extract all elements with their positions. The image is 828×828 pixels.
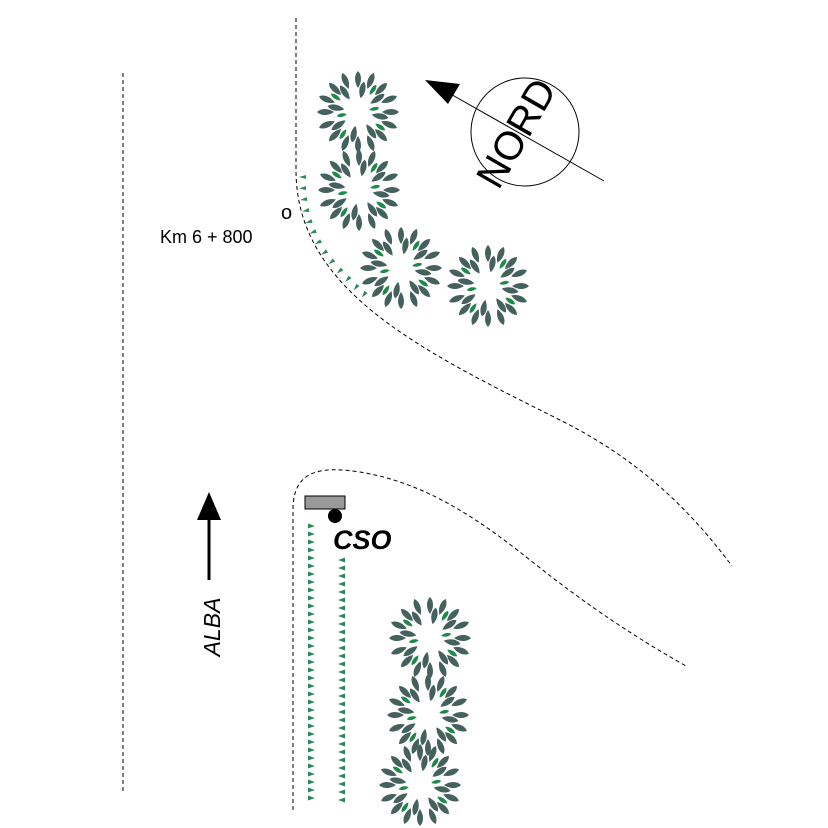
road-edge-south-curve [292, 469, 687, 810]
hedge-mark [308, 523, 315, 529]
hedge-mark [338, 789, 345, 795]
station-label: CSO [333, 525, 392, 555]
hedge-mark [338, 693, 345, 699]
hedge-mark [338, 637, 345, 643]
hedge-mark [308, 739, 315, 745]
direction-label: ALBA [199, 598, 225, 659]
hedge-mark [308, 707, 315, 713]
hedge-mark [338, 749, 345, 755]
hedge-mark [308, 555, 315, 561]
hedge-mark [308, 723, 315, 729]
hedge-mark [338, 797, 345, 803]
hedge-mark [338, 781, 345, 787]
hedge-mark [338, 685, 345, 691]
hedge-mark [308, 659, 315, 665]
arrow-up-left-icon [425, 80, 460, 104]
tree-icon [360, 227, 442, 309]
north-indicator: NORD [425, 71, 605, 196]
hedge-mark [338, 589, 345, 595]
hedge-mark [308, 715, 315, 721]
hedge-mark [308, 747, 315, 753]
hedge-mark [308, 795, 315, 801]
hedge-mark [308, 699, 315, 705]
station: CSO [304, 495, 392, 555]
hedge-mark [338, 677, 345, 683]
hedge-mark [308, 611, 315, 617]
hedge-mark [308, 771, 315, 777]
trees-south [379, 597, 471, 826]
hedge-mark [308, 643, 315, 649]
tree-icon [318, 149, 400, 231]
hedge-mark [338, 645, 345, 651]
hedge-mark [338, 605, 345, 611]
hedge-mark [308, 779, 315, 785]
hedge-mark [338, 765, 345, 771]
tree-icon [379, 744, 461, 826]
compass-needle [439, 87, 605, 182]
hedge-mark [308, 539, 315, 545]
hedge-mark [308, 683, 315, 689]
hedge-mark [338, 709, 345, 715]
hedge-mark [308, 635, 315, 641]
hedge-mark [308, 763, 315, 769]
km-marker-label: Km 6 + 800 [160, 227, 253, 247]
hedge-mark [308, 691, 315, 697]
hedge-mark [338, 757, 345, 763]
filled-circle-icon [328, 509, 342, 523]
km-marker: Km 6 + 800 o [160, 202, 292, 247]
hedge-mark [338, 717, 345, 723]
hedge-mark [338, 669, 345, 675]
hedge-mark [308, 595, 315, 601]
hedge-mark [308, 579, 315, 585]
direction-indicator: ALBA [197, 492, 225, 658]
hedge-mark [308, 731, 315, 737]
hedge-mark [308, 667, 315, 673]
hedge-mark [308, 651, 315, 657]
hedge-mark [338, 661, 345, 667]
hedge-mark [338, 725, 345, 731]
road-edges [122, 18, 733, 810]
hedge-mark [338, 613, 345, 619]
hedge-mark [308, 547, 315, 553]
hedge-mark [308, 619, 315, 625]
tree-icon [387, 674, 469, 756]
hedge-mark [338, 597, 345, 603]
tree-icon [317, 71, 399, 153]
hedge-mark [338, 653, 345, 659]
hedge-mark [338, 565, 345, 571]
hedge-mark [308, 587, 315, 593]
hedge-mark [308, 563, 315, 569]
trees-north [317, 71, 529, 327]
hedge-mark [308, 603, 315, 609]
compass-circle [470, 77, 580, 187]
hedge-mark [338, 621, 345, 627]
road-edge-north-curve [295, 18, 733, 567]
hedge-mark [338, 557, 345, 563]
hedge-mark [338, 573, 345, 579]
tree-icon [447, 245, 529, 327]
hedge-mark [338, 741, 345, 747]
km-marker-symbol: o [281, 202, 292, 224]
hedge-mark [338, 629, 345, 635]
hedge-mark [338, 701, 345, 707]
hedge-mark [308, 571, 315, 577]
hedge-mark [338, 773, 345, 779]
arrow-up-icon [197, 492, 221, 520]
hedge-mark [308, 755, 315, 761]
hedge-mark [308, 675, 315, 681]
hedge-mark [308, 531, 315, 537]
station-box [304, 495, 346, 510]
hedge-mark [308, 627, 315, 633]
hedge-south [308, 523, 345, 803]
hedge-north [298, 175, 368, 299]
hedge-mark [308, 787, 315, 793]
hedge-mark [338, 581, 345, 587]
tree-icon [389, 597, 471, 679]
hedge-mark [338, 733, 345, 739]
north-label: NORD [468, 71, 565, 195]
